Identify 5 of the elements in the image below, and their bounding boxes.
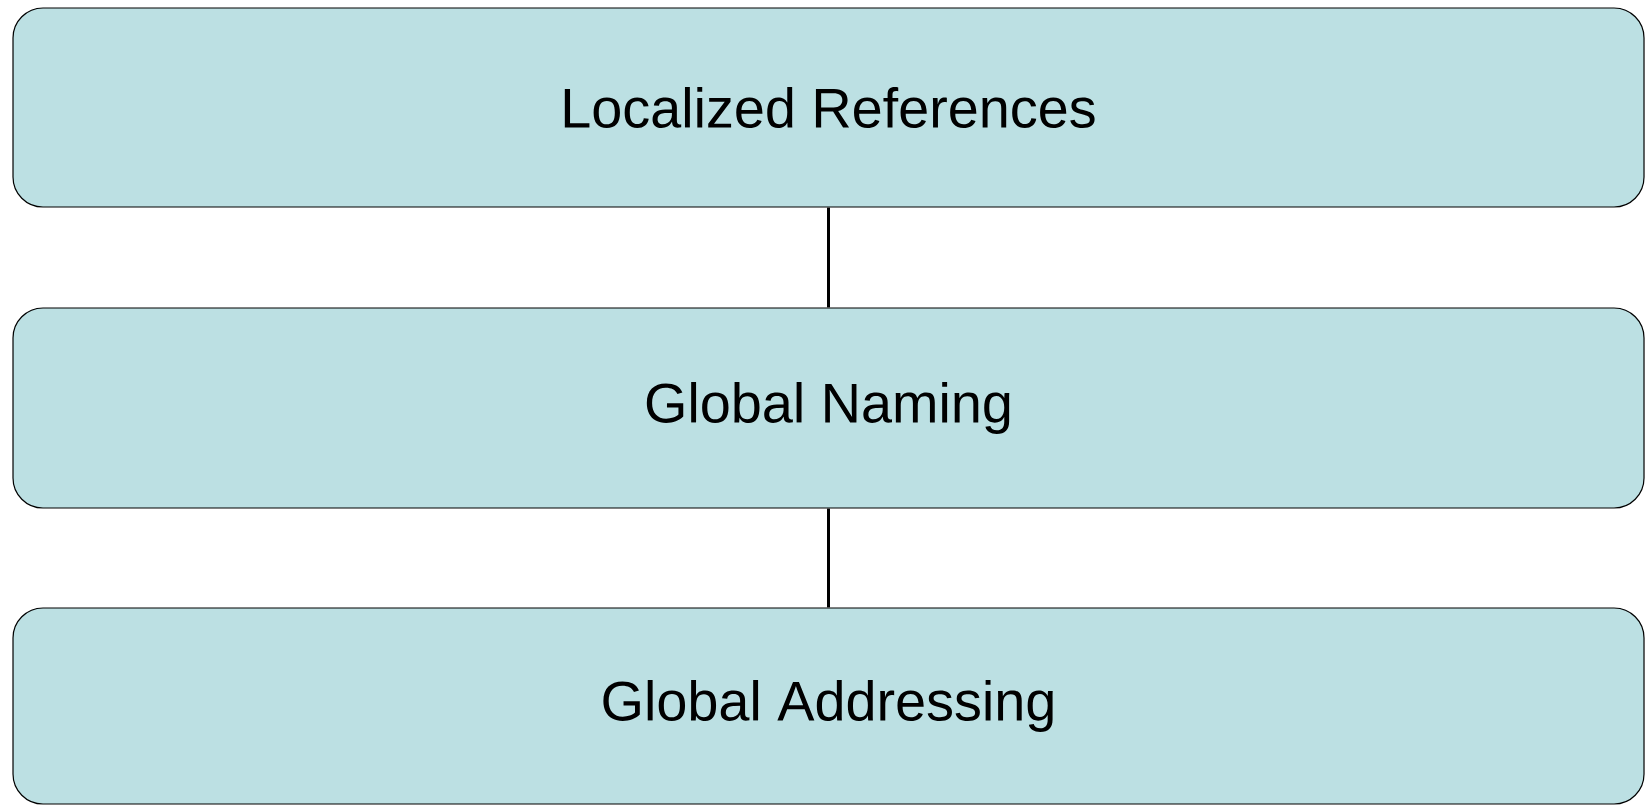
process-box: Localized References — [12, 7, 1645, 208]
connector-line — [827, 508, 830, 608]
process-box: Global Naming — [12, 307, 1645, 509]
process-box: Global Addressing — [12, 607, 1645, 805]
connector-line — [827, 207, 830, 308]
